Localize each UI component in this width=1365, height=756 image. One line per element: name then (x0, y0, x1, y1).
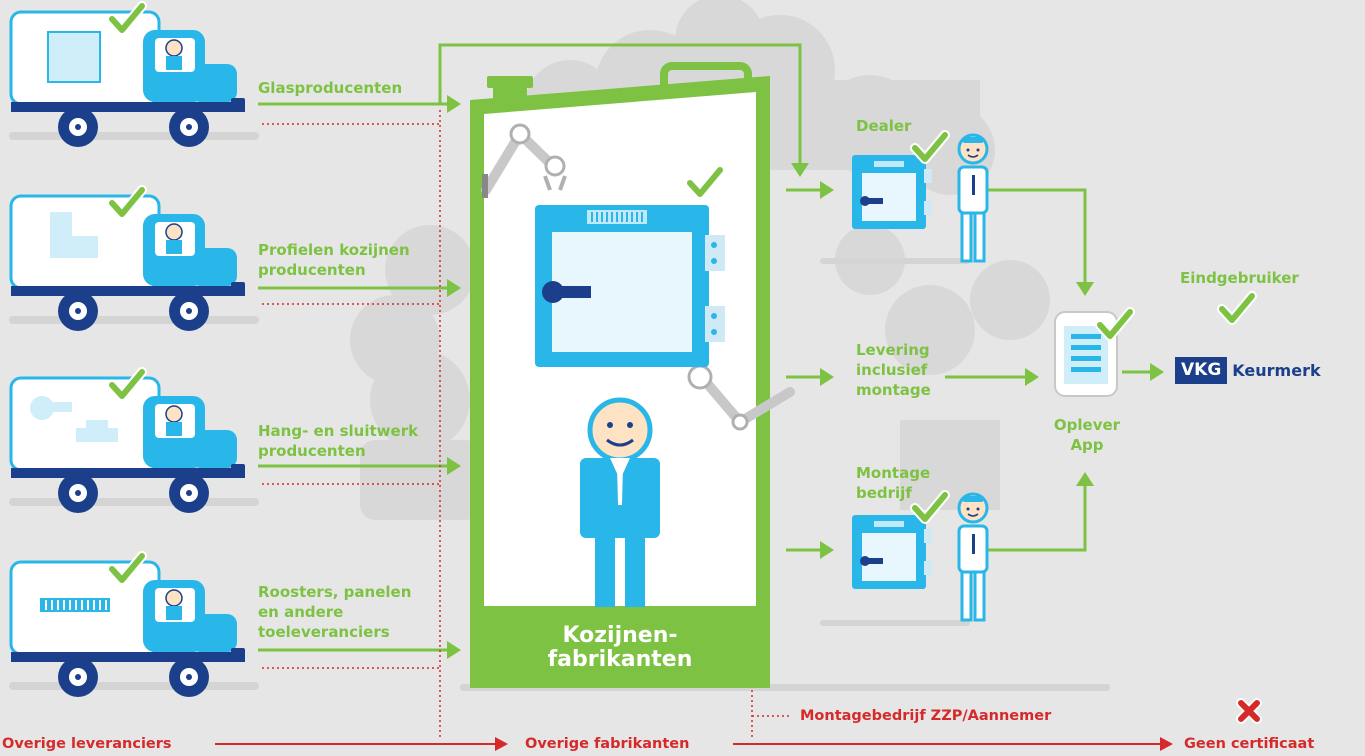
glass-supplier-truck (7, 10, 261, 149)
factory-title: Kozijnen- fabrikanten (547, 623, 693, 672)
lock-handle-icon (30, 396, 118, 442)
arrow-head (447, 95, 461, 113)
vkg-logo-box: VKG (1175, 357, 1228, 384)
oplever-app-label: Oplever App (1053, 416, 1121, 454)
vkg-logo-text: Keurmerk (1232, 361, 1321, 380)
profile-icon (50, 212, 98, 258)
channel-label-levering: Levering inclusief montage (856, 341, 931, 399)
window-frame-icon (535, 205, 725, 367)
ventilation-grille-icon (40, 598, 110, 612)
grille-supplier-truck (7, 560, 261, 699)
oplever-app-tablet-icon (1054, 311, 1118, 397)
vkg-keurmerk-logo: VKG Keurmerk (1175, 357, 1321, 384)
no-certificate-x-icon (1236, 698, 1262, 724)
profile-supplier-truck (7, 194, 261, 333)
supplier-label-profiles: Profielen kozijnen producenten (258, 241, 410, 279)
supplier-label-grilles: Roosters, panelen en andere toeleveranci… (258, 583, 412, 641)
montage-installer-figure (957, 492, 989, 622)
channel-label-dealer: Dealer (856, 117, 912, 135)
supplier-label-hardware: Hang- en sluitwerk producenten (258, 422, 419, 460)
dealer-installer-figure (957, 133, 989, 263)
channel-label-montage: Montage bedrijf (856, 464, 931, 502)
no-certificate-label: Geen certificaat (1184, 736, 1315, 752)
other-manufacturers-label: Overige fabrikanten (525, 736, 690, 752)
montage-contractor-label: Montagebedrijf ZZP/Aannemer (800, 708, 1052, 724)
factory-building (470, 62, 770, 688)
glass-pane-icon (47, 31, 101, 83)
factory-manager-figure (580, 397, 660, 607)
end-user-label: Eindgebruiker (1180, 269, 1299, 287)
dealer-window-icon (852, 155, 932, 229)
end-user-check-icon (1222, 296, 1252, 320)
montage-window-icon (852, 515, 932, 589)
other-suppliers-label: Overige leveranciers (2, 736, 172, 752)
supplier-label-glass: Glasproducenten (258, 79, 403, 97)
